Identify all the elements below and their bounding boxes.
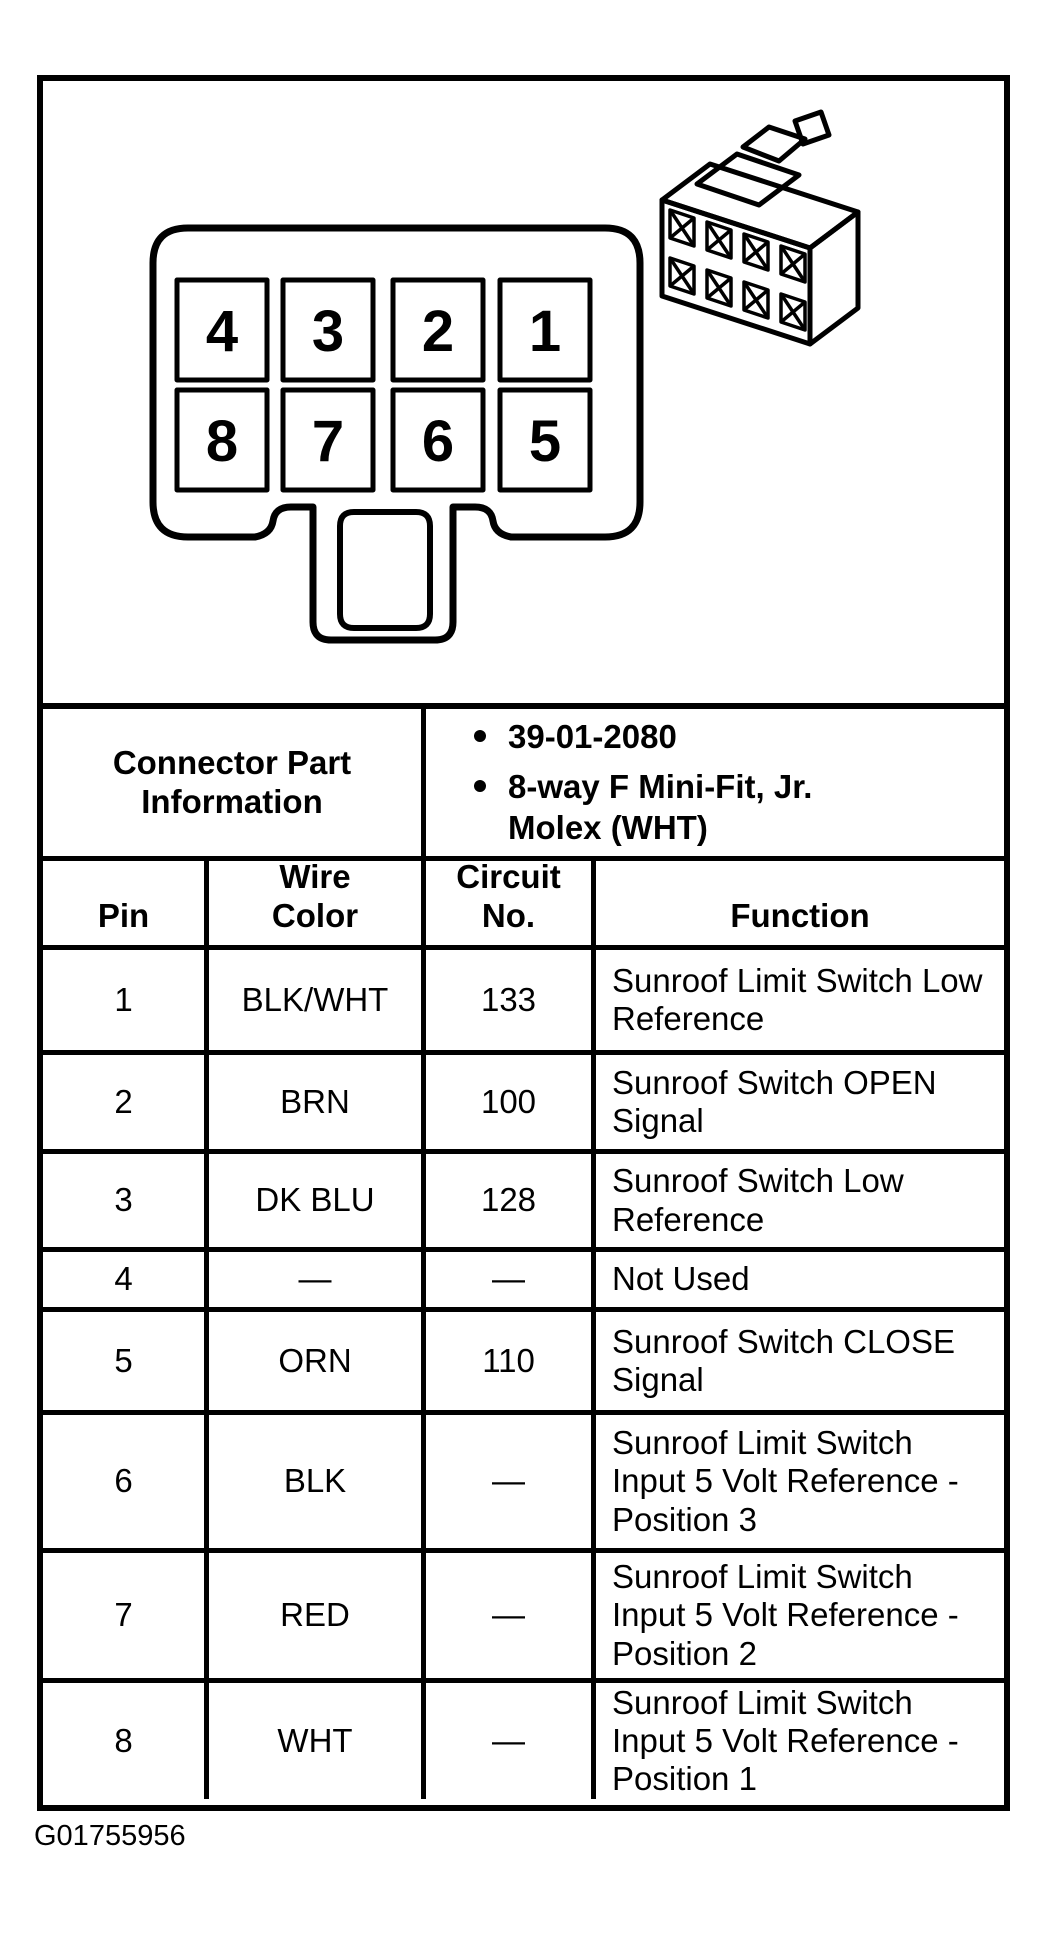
part-info-title: Connector Part Information <box>112 743 352 820</box>
part-info-row: Connector Part Information 39-01-2080 8-… <box>43 703 1004 856</box>
iso-latch-arm <box>740 124 808 164</box>
pin-cavity-7 <box>280 387 376 493</box>
table-row: 7 RED — Sunroof Limit Switch Input 5 Vol… <box>43 1548 1004 1678</box>
pin-cell: 1 <box>114 980 133 1018</box>
pin-cavity-8 <box>174 387 270 493</box>
circuit-cell: 100 <box>421 1055 591 1149</box>
wire-color-cell: — <box>204 1252 421 1307</box>
pin-cavity-2 <box>390 277 486 383</box>
pin-number: 8 <box>206 409 238 474</box>
bullet-icon <box>474 730 486 743</box>
part-info-bullet-item: 8-way F Mini-Fit, Jr. Molex (WHT) <box>474 767 908 848</box>
figure-frame: 4 3 2 1 8 7 6 5 <box>37 75 1010 1811</box>
header-circuit-no: Circuit No. <box>421 861 591 945</box>
pin-number: 2 <box>422 299 454 364</box>
connector-face-view <box>149 224 644 644</box>
pin-cavity-3 <box>280 277 376 383</box>
function-cell: Sunroof Limit Switch Low Reference <box>591 950 1004 1050</box>
iso-latch-tip <box>792 109 832 147</box>
part-description: 8-way F Mini-Fit, Jr. Molex (WHT) <box>508 768 813 846</box>
pin-numbers: 4 3 2 1 8 7 6 5 <box>206 299 561 474</box>
wire-color-cell: RED <box>204 1553 421 1678</box>
function-cell: Sunroof Switch CLOSE Signal <box>591 1312 1004 1410</box>
pin-cell: 3 <box>114 1181 133 1219</box>
function-cell: Sunroof Switch Low Reference <box>591 1154 1004 1247</box>
header-pin: Pin <box>97 896 150 934</box>
circuit-cell: 110 <box>421 1312 591 1410</box>
table-row: 5 ORN 110 Sunroof Switch CLOSE Signal <box>43 1307 1004 1410</box>
table-row: 1 BLK/WHT 133 Sunroof Limit Switch Low R… <box>43 945 1004 1050</box>
header-function: Function <box>591 861 1004 945</box>
wire-color-cell: BLK/WHT <box>204 950 421 1050</box>
pin-cavity-5 <box>497 387 593 493</box>
table-row: 4 — — Not Used <box>43 1247 1004 1307</box>
header-wire-color: Wire Color <box>204 861 421 945</box>
connector-isometric-view <box>659 109 861 347</box>
pin-cell: 4 <box>114 1260 133 1298</box>
connector-diagram: 4 3 2 1 8 7 6 5 <box>43 81 1004 703</box>
figure-id-label: G01755956 <box>34 1820 186 1852</box>
wire-color-cell: ORN <box>204 1312 421 1410</box>
iso-latch-base <box>694 151 802 208</box>
part-info-title-cell: Connector Part Information <box>43 709 421 856</box>
function-cell: Sunroof Limit Switch Input 5 Volt Refere… <box>591 1553 1004 1678</box>
pin-number: 3 <box>312 299 344 364</box>
pin-number: 1 <box>529 299 561 364</box>
pin-cell: 2 <box>114 1082 133 1120</box>
latch-slot <box>337 509 433 631</box>
pin-cavity-6 <box>390 387 486 493</box>
pin-cavity-1 <box>497 277 593 383</box>
circuit-cell: — <box>421 1415 591 1548</box>
circuit-cell: — <box>421 1252 591 1307</box>
circuit-cell: 128 <box>421 1154 591 1247</box>
function-cell: Sunroof Limit Switch Input 5 Volt Refere… <box>591 1683 1004 1799</box>
part-number: 39-01-2080 <box>508 718 677 756</box>
pin-cell: 7 <box>114 1596 133 1634</box>
function-cell: Not Used <box>591 1252 1004 1307</box>
pin-number: 4 <box>206 299 238 364</box>
part-info-bullet-item: 39-01-2080 <box>474 717 677 757</box>
table-row: 6 BLK — Sunroof Limit Switch Input 5 Vol… <box>43 1410 1004 1548</box>
part-info-details-cell: 39-01-2080 8-way F Mini-Fit, Jr. Molex (… <box>421 709 1004 856</box>
function-cell: Sunroof Limit Switch Input 5 Volt Refere… <box>591 1415 1004 1548</box>
circuit-cell: — <box>421 1683 591 1799</box>
bullet-icon <box>474 780 486 793</box>
pin-number: 6 <box>422 409 454 474</box>
circuit-cell: — <box>421 1553 591 1678</box>
pin-cell: 5 <box>114 1341 133 1379</box>
pin-number: 5 <box>529 409 561 474</box>
table-row: 8 WHT — Sunroof Limit Switch Input 5 Vol… <box>43 1678 1004 1799</box>
iso-cavities <box>668 208 807 332</box>
circuit-cell: 133 <box>421 950 591 1050</box>
function-cell: Sunroof Switch OPEN Signal <box>591 1055 1004 1149</box>
iso-right-face <box>807 209 861 347</box>
pin-cell: 8 <box>114 1721 133 1759</box>
table-row: 3 DK BLU 128 Sunroof Switch Low Referenc… <box>43 1149 1004 1247</box>
table-header-row: Pin Wire Color Circuit No. Function <box>43 856 1004 945</box>
pin-cavity-4 <box>174 277 270 383</box>
connector-diagram-svg: 4 3 2 1 8 7 6 5 <box>149 109 861 644</box>
connector-face-outline <box>149 224 644 644</box>
pin-number: 7 <box>312 409 344 474</box>
wire-color-cell: BLK <box>204 1415 421 1548</box>
wire-color-cell: WHT <box>204 1683 421 1799</box>
wire-color-cell: BRN <box>204 1055 421 1149</box>
wire-color-cell: DK BLU <box>204 1154 421 1247</box>
pin-cell: 6 <box>114 1462 133 1500</box>
table-row: 2 BRN 100 Sunroof Switch OPEN Signal <box>43 1050 1004 1149</box>
